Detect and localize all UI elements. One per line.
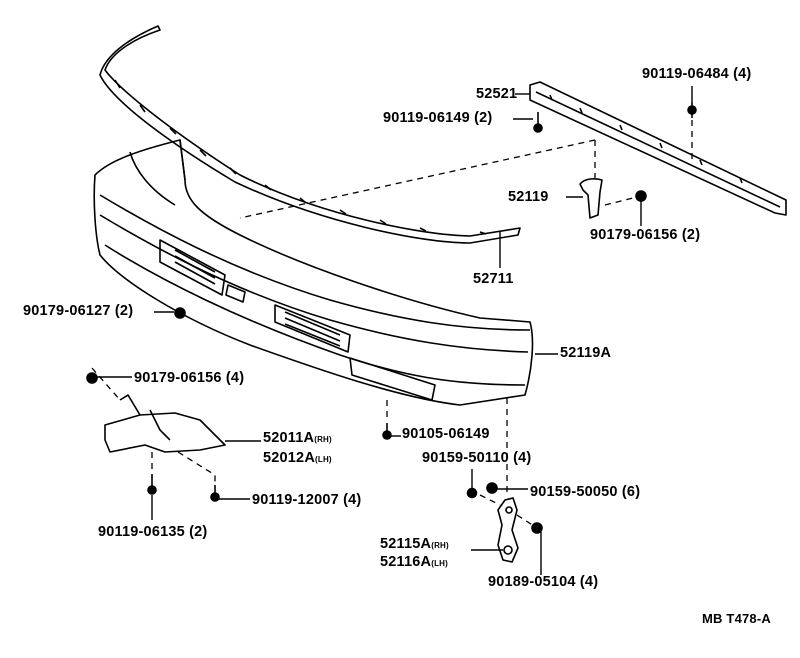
part-label-52115A: 52115A(RH) (380, 536, 449, 554)
part-label-52521: 52521 (476, 86, 518, 102)
diagram-code: MB T478-A (702, 611, 771, 626)
part-label-90159-50050: 90159-50050 (6) (530, 484, 641, 500)
part-label-90189-05104: 90189-05104 (4) (488, 574, 599, 590)
part-number: 52115A (380, 536, 432, 552)
bumper-cover (93, 139, 534, 406)
part-label-90119-06484: 90119-06484 (4) (642, 66, 752, 82)
part-label-90119-12007: 90119-12007 (4) (252, 492, 362, 508)
part-label-52119A: 52119A (560, 345, 612, 361)
side-suffix: (RH) (314, 435, 332, 444)
side-suffix: (LH) (315, 455, 332, 464)
side-suffix: (RH) (431, 541, 449, 550)
fasteners (86, 102, 697, 534)
part-label-52012A: 52012A(LH) (263, 450, 332, 468)
part-number: 52116A (380, 554, 432, 570)
side-suffix: (LH) (431, 559, 448, 568)
part-number: 52011A (263, 430, 315, 446)
part-label-90119-06149: 90119-06149 (2) (383, 110, 493, 126)
side-bracket (497, 497, 519, 563)
bumper-reinforcement (529, 81, 787, 216)
side-support (104, 394, 226, 453)
part-label-90105-06149: 90105-06149 (402, 426, 490, 442)
part-label-52011A: 52011A(RH) (263, 430, 332, 448)
center-bracket (579, 178, 603, 219)
part-label-90179-06127: 90179-06127 (2) (23, 303, 134, 319)
part-label-90159-50110: 90159-50110 (4) (422, 450, 532, 466)
leader-lines (97, 86, 693, 575)
assembly-lines (91, 120, 693, 529)
part-number: 52012A (263, 450, 315, 466)
part-label-90179-06156-4: 90179-06156 (4) (134, 370, 245, 386)
bumper-retainer-strip (99, 25, 521, 244)
part-label-52116A: 52116A(LH) (380, 554, 448, 572)
part-label-90119-06135: 90119-06135 (2) (98, 524, 208, 540)
part-label-90179-06156-2: 90179-06156 (2) (590, 227, 701, 243)
part-label-52119: 52119 (508, 189, 549, 205)
part-label-52711: 52711 (473, 271, 514, 287)
